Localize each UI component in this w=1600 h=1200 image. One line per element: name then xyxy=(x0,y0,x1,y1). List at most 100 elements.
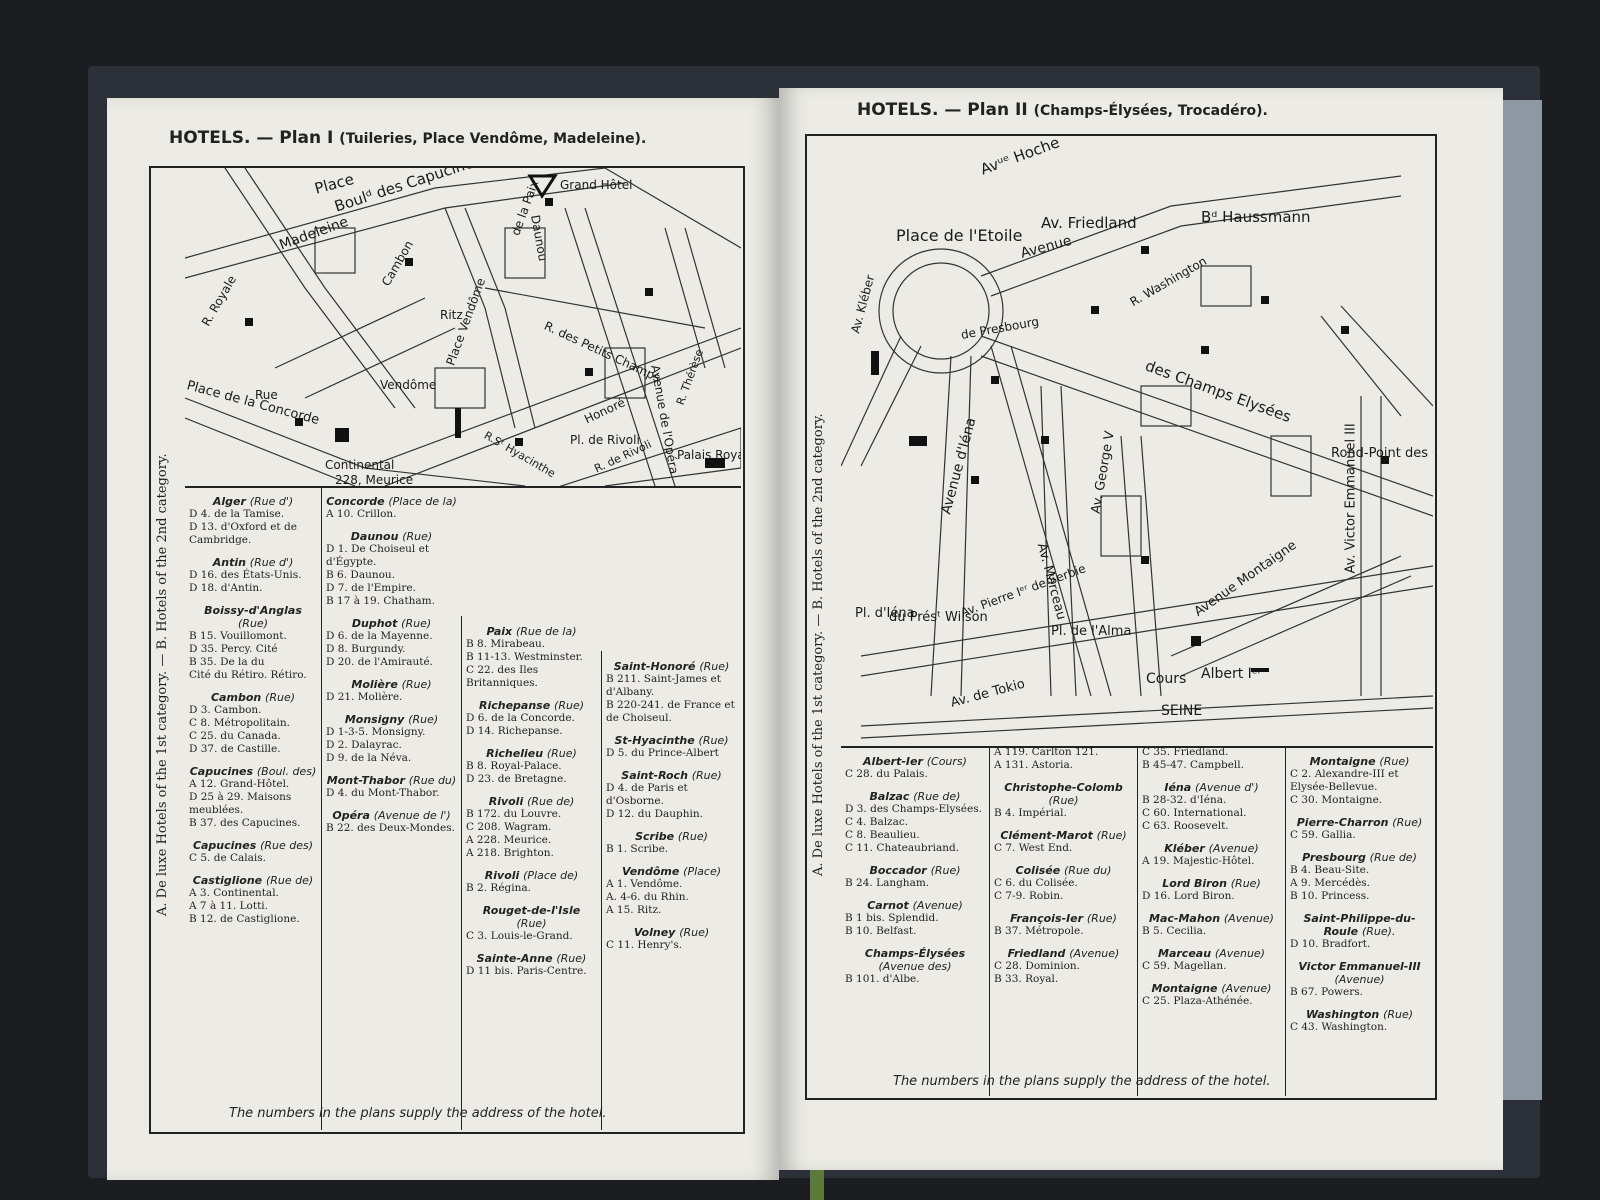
street-qualifier: (Rue) xyxy=(699,660,730,673)
left-page-heading: HOTELS. — Plan I (Tuileries, Place Vendô… xyxy=(169,128,646,148)
index-street-heading: Friedland (Avenue) xyxy=(994,947,1133,960)
index-street-heading: Boccador (Rue) xyxy=(845,864,985,877)
hotel-entry: B 11-13. Westminster. xyxy=(466,651,583,663)
hotel-entry: A 119. Carlton 121. xyxy=(994,746,1099,758)
index-street-heading: Vendôme (Place) xyxy=(606,865,737,878)
index-street-heading: François-Ier (Rue) xyxy=(994,912,1133,925)
street-qualifier: (Rue) xyxy=(679,926,710,939)
street-qualifier: (Rue) xyxy=(265,691,296,704)
hotel-entry: C 11. Henry's. xyxy=(606,939,683,951)
map-street-label: Pl. de Rivoli xyxy=(570,433,640,447)
index-street-heading: Montaigne (Avenue) xyxy=(1142,982,1281,995)
hotel-entry: D 7. de l'Empire. xyxy=(326,582,416,594)
hotel-entry: B 24. Langham. xyxy=(845,877,930,889)
index-street-heading: Albert-Ier (Cours) xyxy=(845,755,985,768)
left-side-caption: A. De luxe Hotels of the 1st category. —… xyxy=(155,453,170,916)
index-street-heading: Monsigny (Rue) xyxy=(326,713,457,726)
street-name: Paix xyxy=(486,625,516,638)
street-name: Boccador xyxy=(869,864,931,877)
map-street-label: Ritz xyxy=(440,308,463,322)
hotel-entry: A 218. Brighton. xyxy=(466,847,554,859)
hotel-entry: B 37. des Capucines. xyxy=(189,817,301,829)
street-name: St-Hyacinthe xyxy=(614,734,699,747)
hotel-entry: A 10. Crillon. xyxy=(326,508,397,520)
street-qualifier: (Boul. des) xyxy=(256,765,317,778)
hotel-entry: D 21. Molière. xyxy=(326,691,403,703)
hotel-entry: D 9. de la Néva. xyxy=(326,752,412,764)
left-footer-note: The numbers in the plans supply the addr… xyxy=(229,1106,607,1121)
index-street-heading: Concorde (Place de la) xyxy=(326,495,457,508)
street-name: Carnot xyxy=(867,899,913,912)
street-qualifier: (Avenue) xyxy=(1223,912,1274,925)
hotel-entry: D 4. du Mont-Thabor. xyxy=(326,787,440,799)
hotel-entry: B 35. De la du xyxy=(189,656,265,668)
street-name: Monsigny xyxy=(344,713,409,726)
right-index-columns: Albert-Ier (Cours)C 28. du Palais.Balzac… xyxy=(841,746,1433,1096)
hotel-entry: D 1-3-5. Monsigny. xyxy=(326,726,426,738)
street-qualifier: (Rue) xyxy=(1230,877,1261,890)
street-qualifier: (Rue). xyxy=(1361,925,1396,938)
index-street-heading: Duphot (Rue) xyxy=(326,617,457,630)
index-street-heading: Castiglione (Rue de) xyxy=(189,874,317,887)
index-street-heading: Champs-Élysées (Avenue des) xyxy=(845,947,985,973)
hotel-entry: D 4. de Paris et d'Osborne. xyxy=(606,782,688,807)
street-qualifier: (Avenue) xyxy=(1214,947,1265,960)
street-name: Champs-Élysées xyxy=(864,947,966,960)
map-street-label: SEINE xyxy=(1161,703,1203,719)
hotel-entry: C 8. Métropolitain. xyxy=(189,717,290,729)
hotel-entry: C 28. du Palais. xyxy=(845,768,928,780)
hotel-entry: D 20. de l'Amirauté. xyxy=(326,656,434,668)
street-name: Alger xyxy=(212,495,250,508)
hotel-entry: D 18. d'Antin. xyxy=(189,582,263,594)
map-street-label: Rond-Point des Champs Elysées xyxy=(1331,446,1433,461)
hotel-entry: A 7 à 11. Lotti. xyxy=(189,900,269,912)
hotel-entry: A. 4-6. du Rhin. xyxy=(606,891,689,903)
street-qualifier: (Rue) xyxy=(677,830,708,843)
index-street-heading: Scribe (Rue) xyxy=(606,830,737,843)
street-name: Duphot xyxy=(351,617,402,630)
right-page-heading: HOTELS. — Plan II (Champs-Élysées, Troca… xyxy=(857,100,1268,120)
hotel-entry: D 13. d'Oxford et de Cambridge. xyxy=(189,521,297,546)
street-qualifier: (Rue) xyxy=(554,699,584,712)
index-street-heading: Washington (Rue) xyxy=(1290,1008,1429,1021)
street-name: Kléber xyxy=(1164,842,1209,855)
hotel-entry: B 4. Beau-Site. xyxy=(1290,864,1370,876)
hotel-entry: B 1 bis. Splendid. xyxy=(845,912,939,924)
street-name: Rouget-de-l'Isle xyxy=(482,904,581,917)
right-side-caption: A. De luxe Hotels of the 1st category. —… xyxy=(811,413,826,876)
hotel-entry: B 5. Cecilia. xyxy=(1142,925,1207,937)
index-street-heading: Mont-Thabor (Rue du) xyxy=(326,774,457,787)
index-street-heading: Opéra (Avenue de l') xyxy=(326,809,457,822)
street-qualifier: (Rue) xyxy=(401,678,432,691)
street-name: Montaigne xyxy=(1309,755,1380,768)
index-street-heading: Saint-Honoré (Rue) xyxy=(606,660,737,673)
street-name: Castiglione xyxy=(192,874,266,887)
map-street-label: Continental xyxy=(325,458,395,472)
street-qualifier: (Avenue) xyxy=(1221,982,1272,995)
index-street-heading: Boissy-d'Anglas (Rue) xyxy=(189,604,317,630)
hotel-entry: B 67. Powers. xyxy=(1290,986,1363,998)
hotel-entry: B 2. Régina. xyxy=(466,882,531,894)
hotel-entry: A 19. Majestic-Hôtel. xyxy=(1142,855,1255,867)
street-qualifier: (Rue) xyxy=(930,864,961,877)
map-street-label: Place de l'Etoile xyxy=(896,226,1023,245)
street-qualifier: (Rue d') xyxy=(249,495,294,508)
map-street-label: Vendôme xyxy=(380,378,437,392)
hotel-entry: D 10. Bradfort. xyxy=(1290,938,1371,950)
street-qualifier: (Rue) xyxy=(1096,829,1127,842)
map-street-label: du Présᵗ Wilson xyxy=(889,610,988,625)
index-street-heading: Cambon (Rue) xyxy=(189,691,317,704)
index-street-heading: Victor Emmanuel-III (Avenue) xyxy=(1290,960,1429,986)
hotel-entry: A 15. Ritz. xyxy=(606,904,662,916)
index-street-heading: Pierre-Charron (Rue) xyxy=(1290,816,1429,829)
hotel-entry: B 101. d'Albe. xyxy=(845,973,920,985)
left-index-column-3: Paix (Rue de la)B 8. Mirabeau.B 11-13. W… xyxy=(461,616,601,1130)
street-qualifier: (Rue) xyxy=(516,917,547,930)
street-name: Christophe-Colomb xyxy=(1004,781,1123,794)
hotel-entry: C 59. Magellan. xyxy=(1142,960,1227,972)
street-name: Cambon xyxy=(210,691,266,704)
map-street-label: 228, Meurice xyxy=(335,473,414,487)
hotel-entry: B 1. Scribe. xyxy=(606,843,669,855)
hotel-entry: Cité du Rétiro. Rétiro. xyxy=(189,669,307,681)
index-street-heading: Kléber (Avenue) xyxy=(1142,842,1281,855)
